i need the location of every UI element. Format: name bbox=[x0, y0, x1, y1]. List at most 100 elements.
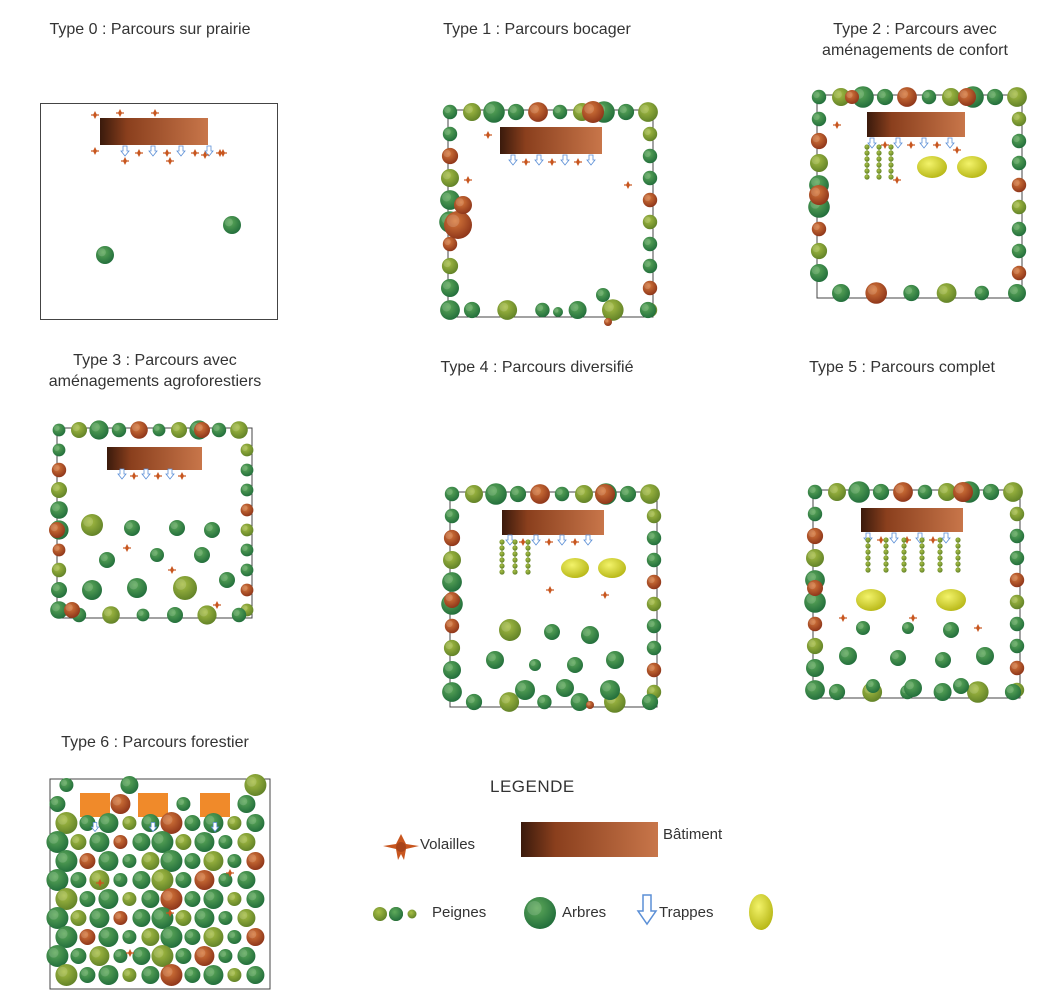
tree-icon bbox=[1010, 529, 1024, 543]
trap-icon bbox=[166, 469, 174, 479]
tree-icon bbox=[811, 243, 827, 259]
type3-building bbox=[107, 447, 202, 470]
tree-icon bbox=[647, 531, 661, 545]
tree-icon bbox=[55, 850, 77, 872]
tree-icon bbox=[937, 283, 957, 303]
type2-title: Type 2 : Parcours avec aménagements de c… bbox=[770, 19, 1047, 61]
tree-icon bbox=[184, 891, 200, 907]
tree-icon bbox=[151, 945, 173, 967]
tree-icon bbox=[113, 873, 127, 887]
tree-icon bbox=[167, 607, 183, 623]
tree-icon bbox=[141, 814, 159, 832]
poultry-icon bbox=[974, 624, 982, 632]
type5-title: Type 5 : Parcours complet bbox=[757, 357, 1047, 378]
tree-icon bbox=[976, 647, 994, 665]
poultry-icon bbox=[929, 536, 937, 544]
type6-plan-svg bbox=[40, 763, 280, 991]
tree-icon bbox=[227, 854, 241, 868]
tree-icon bbox=[204, 522, 220, 538]
type0-title-line1: Type 0 : Parcours sur prairie bbox=[5, 19, 295, 40]
tree-icon bbox=[1012, 244, 1026, 258]
tree-icon bbox=[443, 105, 457, 119]
trap-icon bbox=[587, 155, 595, 165]
tree-icon bbox=[194, 946, 214, 966]
trap-icon bbox=[142, 469, 150, 479]
type3-title-line2: aménagements agroforestiers bbox=[5, 371, 305, 392]
tree-icon bbox=[79, 891, 95, 907]
tree-icon bbox=[194, 908, 214, 928]
legend-batiment-icon bbox=[521, 822, 658, 857]
poultry-icon bbox=[213, 601, 221, 609]
tree-icon bbox=[246, 852, 264, 870]
tree-icon bbox=[64, 602, 80, 618]
tree-icon bbox=[122, 892, 136, 906]
type5-plan bbox=[803, 478, 1028, 706]
tree-icon bbox=[444, 640, 460, 656]
tree-icon bbox=[902, 622, 914, 634]
legend-title: LEGENDE bbox=[490, 777, 575, 797]
tree-icon bbox=[53, 424, 66, 437]
tree-icon bbox=[50, 501, 68, 519]
tree-icon bbox=[203, 965, 223, 985]
tree-icon bbox=[553, 307, 563, 317]
tree-icon bbox=[647, 597, 661, 611]
tree-icon bbox=[55, 964, 77, 986]
type5-plan-svg bbox=[803, 478, 1028, 706]
legend-trappes-label: Trappes bbox=[659, 904, 713, 921]
tree-icon bbox=[596, 288, 610, 302]
trap-icon bbox=[584, 535, 592, 545]
tree-icon bbox=[241, 564, 254, 577]
tree-icon bbox=[904, 679, 922, 697]
tree-icon bbox=[52, 563, 66, 577]
tree-icon bbox=[55, 888, 77, 910]
tree-icon bbox=[246, 966, 264, 984]
trap-icon bbox=[532, 535, 540, 545]
tree-icon bbox=[227, 930, 241, 944]
peigne-icon bbox=[512, 539, 517, 574]
tree-icon bbox=[567, 657, 583, 673]
tree-icon bbox=[808, 617, 822, 631]
tree-icon bbox=[953, 482, 973, 502]
tree-icon bbox=[52, 463, 66, 477]
tree-icon bbox=[237, 871, 255, 889]
trap-icon bbox=[535, 155, 543, 165]
tree-icon bbox=[647, 641, 661, 655]
tree-icon bbox=[464, 302, 480, 318]
tree-icon bbox=[866, 679, 880, 693]
tree-icon bbox=[647, 663, 661, 677]
peigne-icon bbox=[865, 537, 870, 572]
tree-icon bbox=[241, 584, 254, 597]
tree-icon bbox=[241, 484, 254, 497]
tree-icon bbox=[1012, 134, 1026, 148]
tree-icon bbox=[553, 105, 567, 119]
shelter-icon bbox=[936, 589, 966, 611]
tree-icon bbox=[806, 659, 824, 677]
tree-icon bbox=[806, 549, 824, 567]
tree-icon bbox=[79, 853, 95, 869]
tree-icon bbox=[1012, 200, 1026, 214]
poultry-icon bbox=[464, 176, 472, 184]
type0-title: Type 0 : Parcours sur prairie bbox=[5, 19, 295, 40]
type4-title: Type 4 : Parcours diversifié bbox=[392, 357, 682, 378]
peigne-icon bbox=[408, 910, 417, 919]
tree-icon bbox=[442, 572, 462, 592]
tree-icon bbox=[445, 509, 459, 523]
tree-icon bbox=[203, 889, 223, 909]
type6-building-2 bbox=[138, 793, 168, 817]
tree-icon bbox=[184, 853, 200, 869]
tree-icon bbox=[934, 683, 952, 701]
tree-icon bbox=[127, 578, 147, 598]
legend-volailles-icon bbox=[379, 830, 423, 864]
tree-icon bbox=[499, 692, 519, 712]
tree-icon bbox=[137, 609, 150, 622]
tree-icon bbox=[49, 796, 65, 812]
tree-icon bbox=[486, 651, 504, 669]
tree-icon bbox=[943, 622, 959, 638]
shelter-icon bbox=[917, 156, 947, 178]
shelter-icon bbox=[598, 558, 626, 578]
legend-trappes-icon bbox=[636, 893, 658, 927]
legend-peignes-label: Peignes bbox=[432, 904, 486, 921]
tree-icon bbox=[59, 778, 73, 792]
tree-icon bbox=[643, 193, 657, 207]
tree-icon bbox=[160, 850, 182, 872]
